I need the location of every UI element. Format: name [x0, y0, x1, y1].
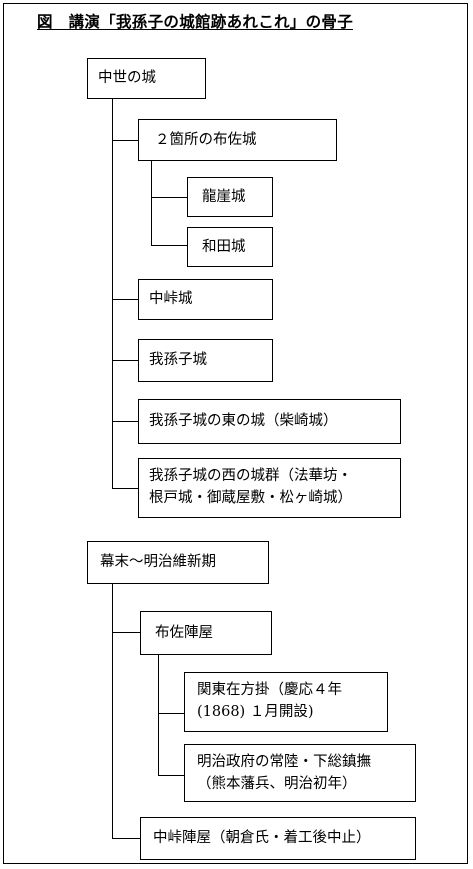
connector — [158, 775, 184, 776]
node-ryugai-castle: 龍崖城 — [187, 177, 273, 217]
connector — [151, 161, 152, 245]
connector — [112, 838, 140, 839]
connector — [151, 245, 187, 246]
node-abiko-castle: 我孫子城 — [138, 339, 273, 382]
connector — [112, 299, 138, 300]
node-medieval-castles: 中世の城 — [87, 58, 206, 99]
node-kanto-zaikata: 関東在方掛（慶応４年 (1868) １月開設) — [184, 672, 388, 732]
connector — [112, 421, 138, 422]
figure-title: 図 講演「我孫子の城館跡あれこれ」の骨子 — [37, 12, 354, 31]
node-label: 中峠城 — [149, 291, 193, 307]
node-abiko-east-castle: 我孫子城の東の城（柴崎城） — [138, 399, 401, 444]
node-fusa-jinya: 布佐陣屋 — [140, 611, 272, 655]
node-bakumatsu-meiji: 幕末〜明治維新期 — [87, 541, 269, 584]
node-label-line: 我孫子城の西の城群（法華坊・ — [149, 468, 352, 484]
node-abiko-west-castles: 我孫子城の西の城群（法華坊・ 根戸城・御蔵屋敷・松ヶ崎城） — [138, 458, 401, 518]
node-label-line: (1868) １月開設) — [197, 704, 314, 720]
node-wada-castle: 和田城 — [187, 227, 273, 267]
node-label: 幕末〜明治維新期 — [100, 554, 216, 570]
connector — [112, 632, 140, 633]
node-label-line: 関東在方掛（慶応４年 — [197, 682, 342, 698]
connector — [112, 584, 113, 839]
node-label: 我孫子城 — [149, 352, 207, 368]
connector — [158, 655, 159, 775]
node-label-line: 明治政府の常陸・下総鎮撫 — [197, 754, 371, 770]
connector — [158, 713, 184, 714]
node-label: 龍崖城 — [202, 188, 246, 205]
connector — [112, 360, 138, 361]
node-label: ２箇所の布佐城 — [155, 131, 257, 148]
node-label: 布佐陣屋 — [155, 624, 213, 641]
node-label: 中世の城 — [98, 70, 156, 86]
connector — [112, 488, 138, 489]
connector — [151, 197, 187, 198]
node-nakabori-jinya: 中峠陣屋（朝倉氏・着工後中止） — [140, 817, 416, 860]
figure-frame — [3, 3, 468, 864]
node-nakabori-castle: 中峠城 — [138, 279, 273, 320]
node-label: 中峠陣屋（朝倉氏・着工後中止） — [153, 830, 371, 846]
node-label: 我孫子城の東の城（柴崎城） — [149, 413, 338, 429]
connector — [112, 99, 113, 489]
node-label: 和田城 — [202, 238, 246, 255]
connector — [112, 140, 138, 141]
node-meiji-government: 明治政府の常陸・下総鎮撫 （熊本藩兵、明治初年） — [184, 744, 416, 802]
node-label-line: （熊本藩兵、明治初年） — [197, 776, 357, 792]
node-label-line: 根戸城・御蔵屋敷・松ヶ崎城） — [149, 490, 352, 506]
node-two-fusa-castles: ２箇所の布佐城 — [138, 119, 337, 161]
